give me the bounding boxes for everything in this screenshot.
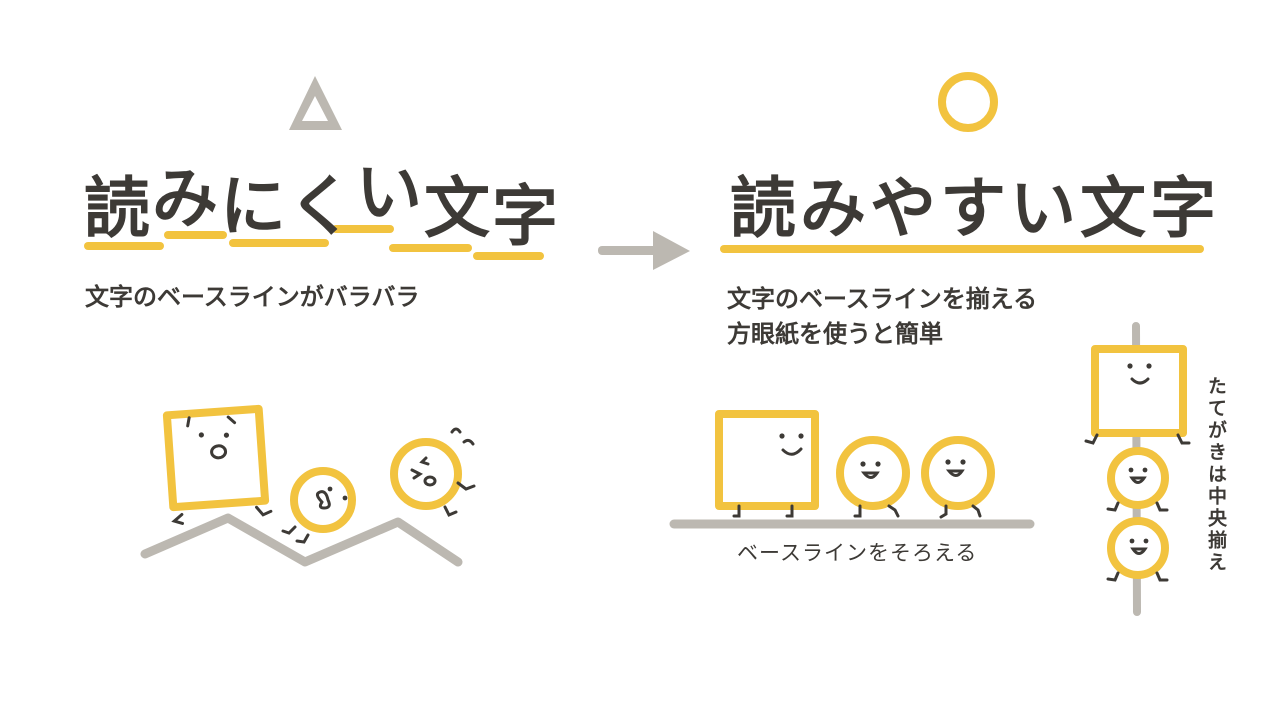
vertical-center-label: たてがきは中央揃え: [1205, 376, 1227, 574]
circle-character-smiling: [1106, 517, 1169, 582]
circle-character-smiling: [921, 436, 995, 519]
circle-icon: [938, 72, 998, 132]
right-subtitle-line-2: 方眼紙を使うと簡単: [727, 320, 943, 348]
right-arrow-icon: [598, 231, 690, 270]
left-title-underlines: [84, 225, 544, 260]
circle-character-dizzy: [390, 427, 476, 517]
right-subtitle-line-1: 文字のベースラインを揃える: [727, 285, 1038, 313]
square-character-smiling: [715, 410, 819, 518]
square-character-surprised: [162, 404, 273, 525]
circle-character-scared: [281, 467, 356, 544]
left-subtitle: 文字のベースラインがバラバラ: [85, 283, 420, 311]
zigzag-ground: [140, 513, 463, 567]
circle-character-smiling: [1106, 447, 1169, 512]
right-title: 読みやすい文字: [730, 170, 1220, 247]
triangle-icon: [289, 76, 342, 130]
baseline-label: ベースラインをそろえる: [737, 541, 978, 565]
left-title: 読みにくい文字: [84, 154, 560, 255]
circle-character-smiling: [836, 436, 910, 518]
square-character-smiling: [1084, 345, 1191, 445]
